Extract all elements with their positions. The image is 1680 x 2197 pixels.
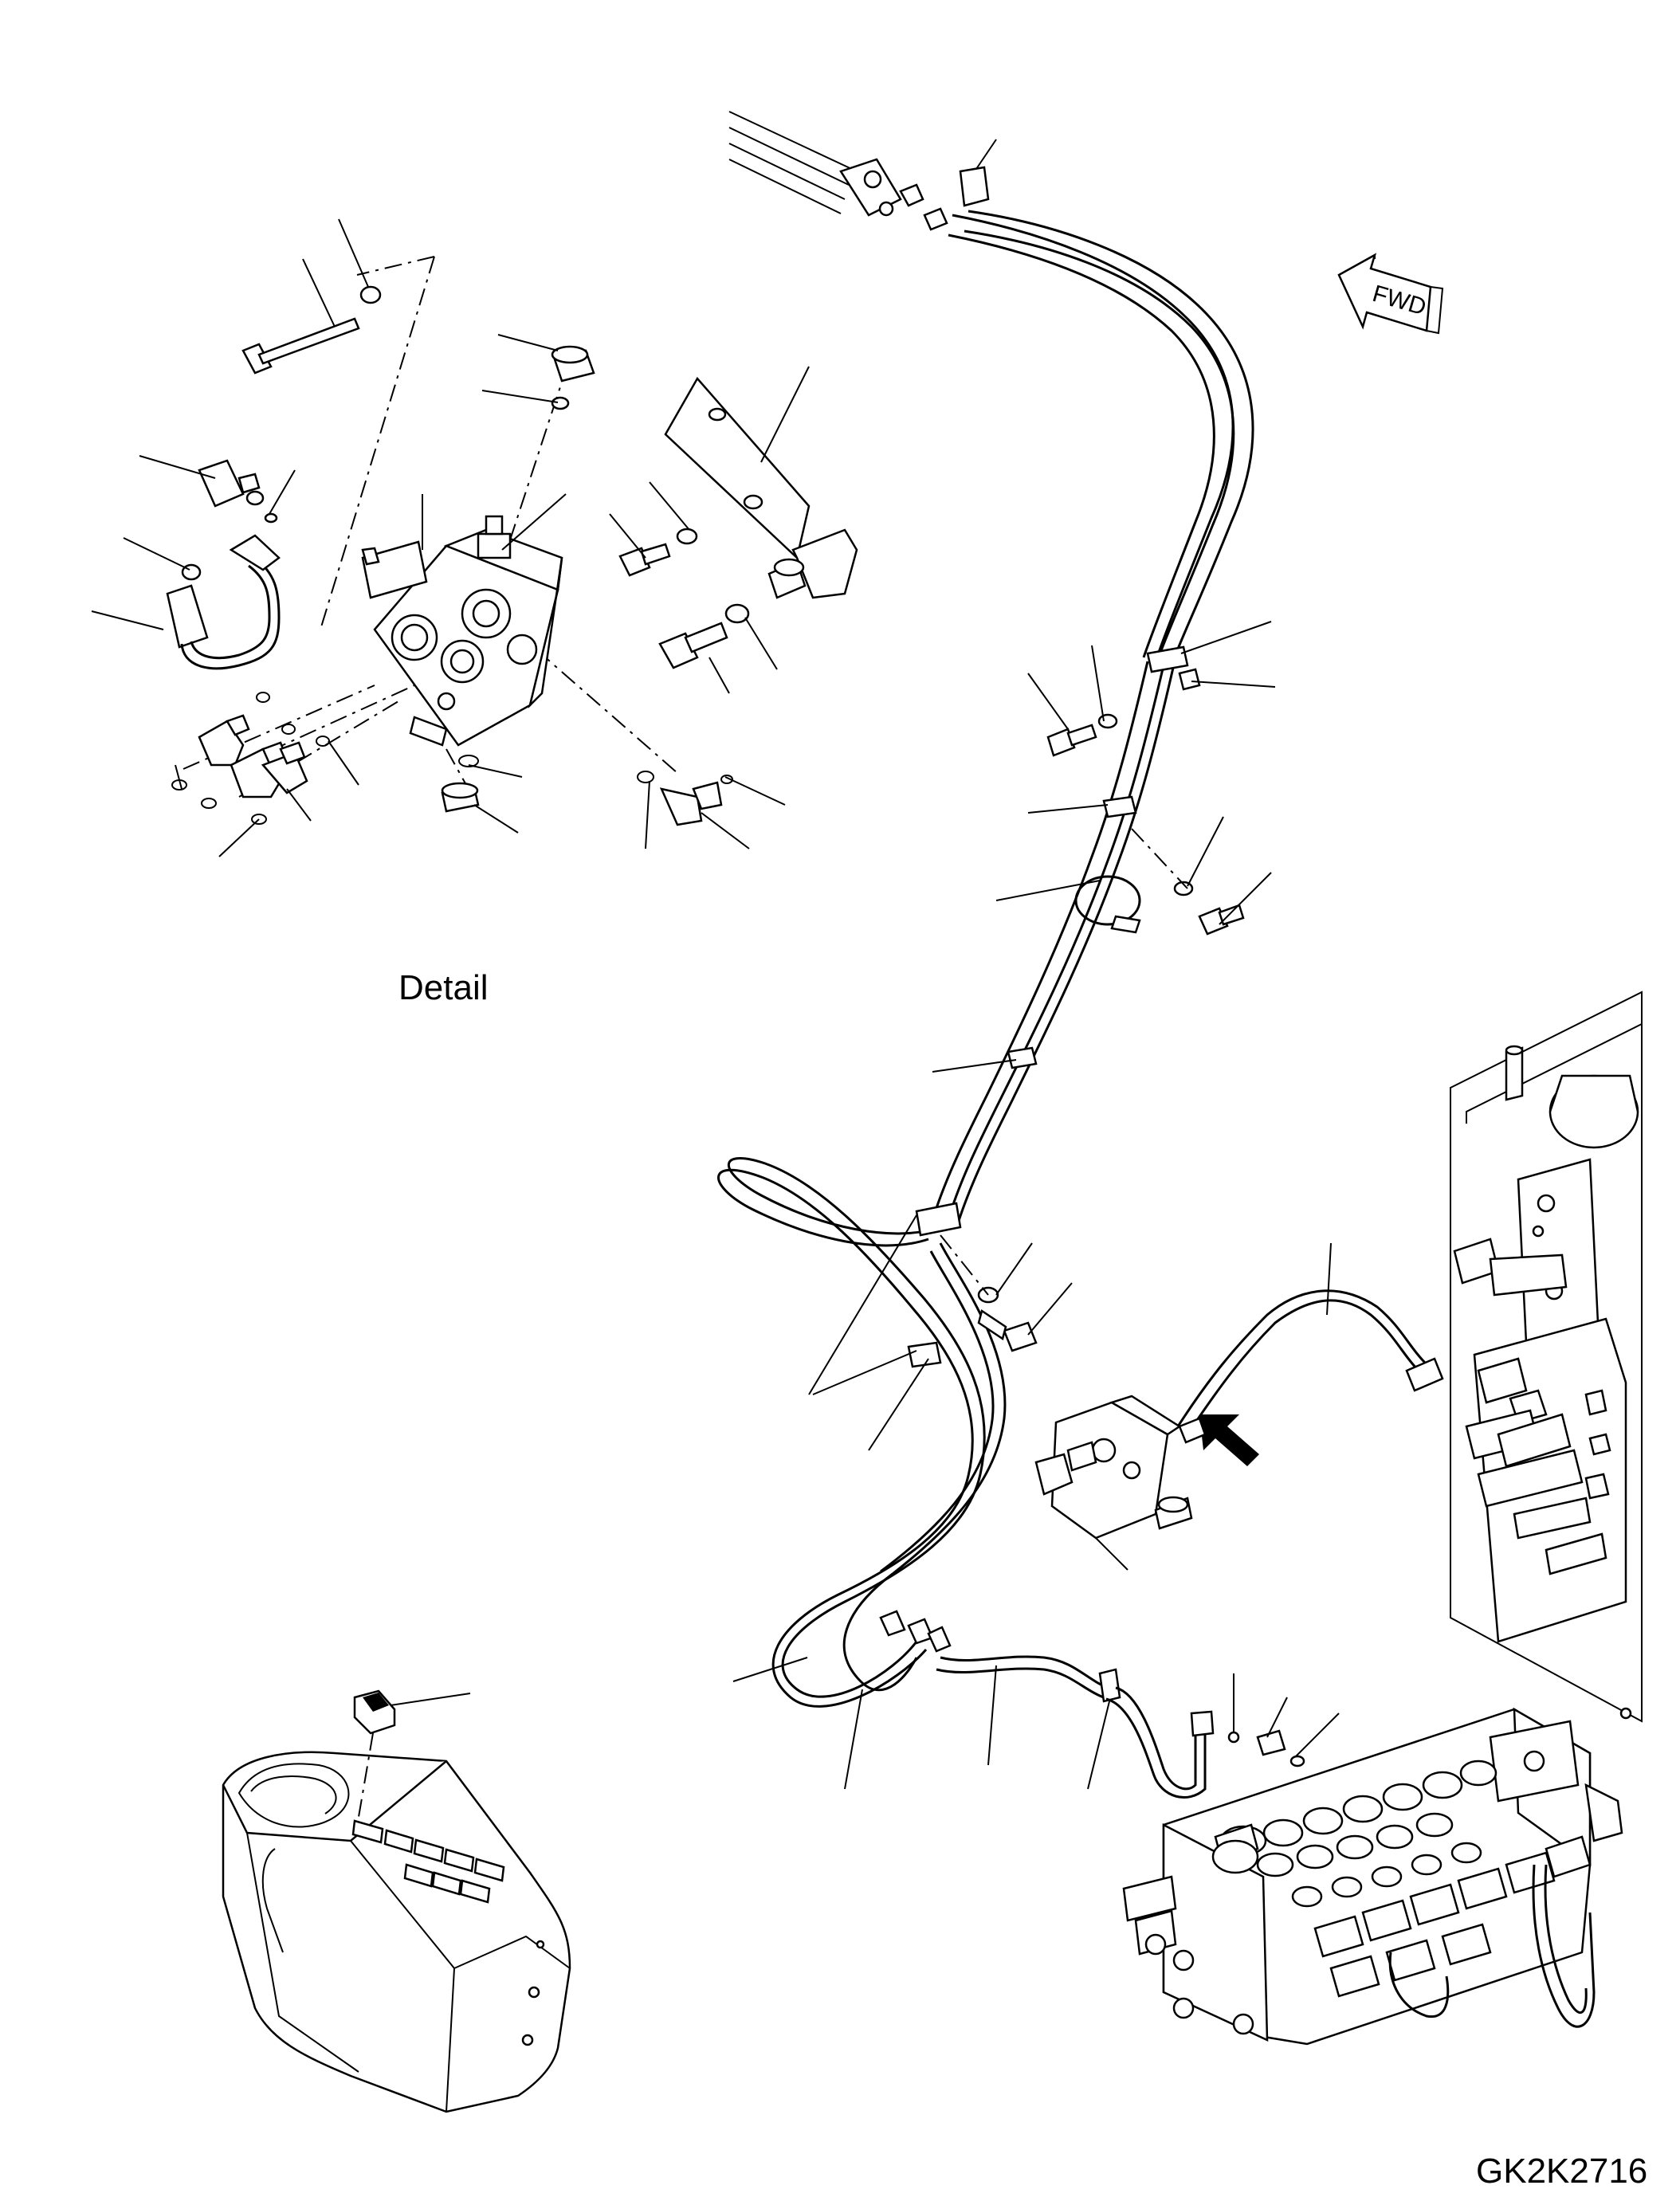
cap-plug	[552, 347, 594, 381]
side-fittings	[1315, 1837, 1590, 1996]
o-ring	[202, 798, 216, 808]
hose-loop	[719, 1159, 1005, 1707]
bolt	[660, 623, 727, 668]
operator-console	[223, 1691, 570, 2112]
detail-label: Detail	[398, 968, 489, 1007]
boom-cylinder	[729, 112, 947, 230]
o-ring	[265, 514, 277, 522]
pointer-arrow	[1199, 1414, 1259, 1466]
clamp	[1104, 797, 1136, 817]
valve-block	[363, 516, 562, 745]
control-valve	[1124, 1709, 1622, 2044]
o-ring	[282, 724, 295, 734]
leader-lines-main	[733, 139, 1339, 1789]
o-ring	[257, 692, 269, 702]
rocker-switch	[355, 1691, 394, 1733]
detail-exploded-view	[167, 257, 857, 825]
clamp	[1008, 1048, 1036, 1068]
sensor-harness	[167, 536, 279, 669]
pressure-sensor	[199, 461, 263, 506]
washer	[677, 529, 697, 543]
o-ring	[552, 398, 568, 409]
mounting-bracket	[665, 379, 857, 598]
elbow-fitting	[661, 783, 721, 825]
valve-spools	[1221, 1761, 1496, 1906]
bolt	[620, 544, 669, 575]
elbow-fittings	[199, 716, 307, 797]
hose-tag	[960, 167, 988, 206]
hose-pair-middle	[934, 661, 1173, 1223]
washer	[1099, 715, 1117, 728]
fwd-arrow	[1339, 255, 1443, 333]
switch-panel	[353, 1821, 504, 1902]
clamp	[909, 1343, 940, 1367]
bolt	[1199, 905, 1243, 934]
clamp	[1076, 877, 1140, 932]
washer	[361, 287, 380, 303]
pipe-to-control-valve	[936, 1657, 1304, 1798]
o-ring	[638, 771, 654, 783]
leader-lines-detail	[92, 219, 809, 857]
selector-valve	[1036, 1396, 1191, 1538]
hose-fittings	[881, 1611, 950, 1651]
clamp	[1148, 647, 1199, 689]
bolt	[979, 1311, 1036, 1351]
o-ring	[316, 736, 329, 746]
main-assembly: FWD	[719, 112, 1642, 2044]
long-bolt	[243, 319, 359, 373]
washer	[726, 605, 748, 622]
bottom-plug	[442, 783, 478, 811]
machine-panel	[1450, 992, 1642, 1721]
o-ring	[459, 755, 478, 767]
drawing-code: GK2K2716	[1476, 2152, 1648, 2191]
clamp	[917, 1203, 960, 1235]
o-ring	[252, 814, 266, 824]
hose-to-panel	[1178, 1291, 1443, 1442]
o-ring	[721, 775, 732, 783]
bolt	[1048, 725, 1096, 755]
hose-pair-upper	[948, 211, 1253, 665]
